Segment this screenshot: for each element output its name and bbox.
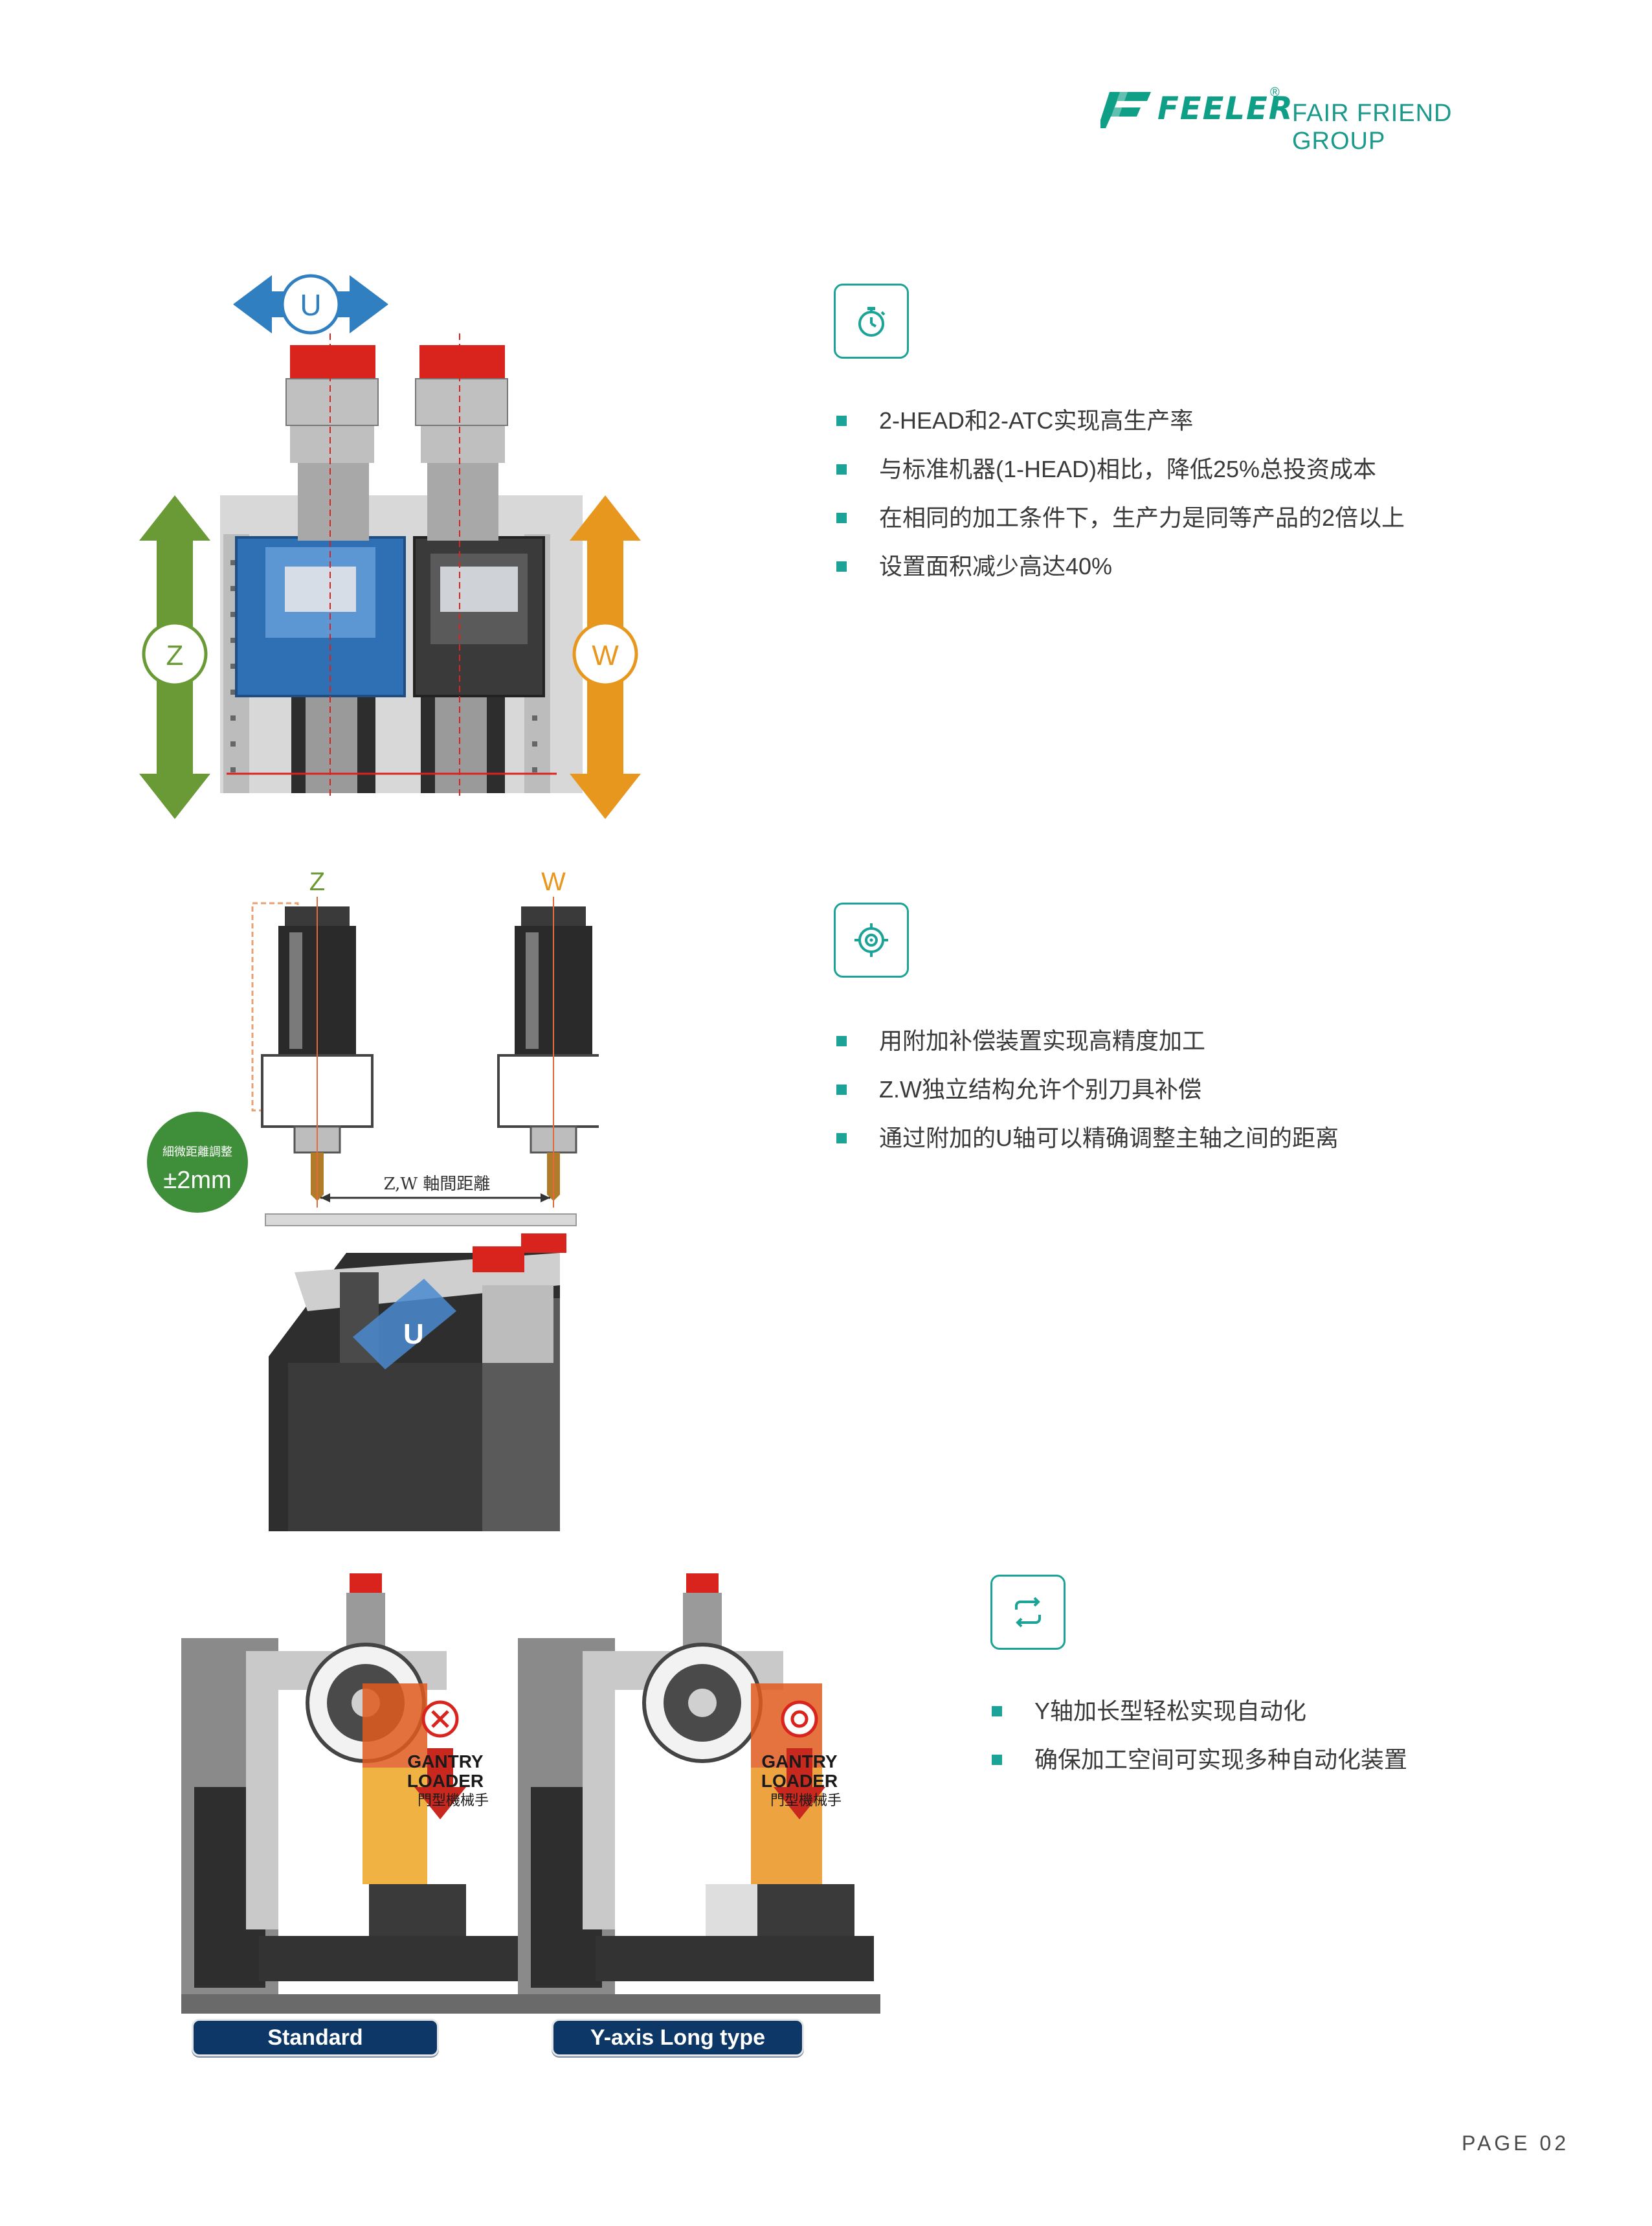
group-name: FAIR FRIEND GROUP bbox=[1292, 100, 1453, 155]
loader-label-line1-long: GANTRY bbox=[761, 1751, 838, 1771]
bullet-square-icon bbox=[992, 1706, 1002, 1716]
list-item: 通过附加的U轴可以精确调整主轴之间的距离 bbox=[836, 1120, 1548, 1169]
spindle-w-label: W bbox=[541, 868, 566, 896]
long-type-machine bbox=[518, 1573, 880, 2014]
z-axis-label: Z bbox=[166, 640, 184, 671]
feature-icon-automation bbox=[990, 1575, 1066, 1650]
badge-caption: 細微距離調整 bbox=[162, 1145, 232, 1159]
w-axis-arrow bbox=[570, 495, 641, 819]
label-standard: Standard bbox=[192, 2019, 439, 2056]
bullet-square-icon bbox=[836, 1085, 847, 1095]
list-item: 2-HEAD和2-ATC实现高生产率 bbox=[836, 403, 1548, 451]
badge-value: ±2mm bbox=[163, 1167, 231, 1194]
u-axis-label-3d: U bbox=[403, 1318, 424, 1350]
w-axis-label: W bbox=[592, 640, 619, 671]
list-item: Y轴加长型轻松实现自动化 bbox=[992, 1693, 1574, 1742]
distance-label: Z,W 軸間距離 bbox=[384, 1175, 491, 1194]
spindle-z-label: Z bbox=[309, 868, 325, 896]
spindle-compensation-illustration: Z W Z,W 軸間距離 細微距離調整 ±2mm U bbox=[147, 868, 599, 1531]
dual-head-axis-illustration: U Z W bbox=[139, 274, 641, 819]
z-axis-arrow bbox=[139, 495, 210, 819]
bullet-square-icon bbox=[836, 513, 847, 523]
label-y-axis-long-type: Y-axis Long type bbox=[552, 2019, 804, 2056]
list-item: 在相同的加工条件下，生产力是同等产品的2倍以上 bbox=[836, 500, 1548, 548]
bullet-square-icon bbox=[836, 1036, 847, 1046]
loader-label-line1-standard: GANTRY bbox=[407, 1751, 484, 1771]
feature-list-automation: Y轴加长型轻松实现自动化 确保加工空间可实现多种自动化装置 bbox=[992, 1693, 1574, 1790]
page-number: PAGE 02 bbox=[1461, 2131, 1569, 2155]
adjustment-badge bbox=[147, 1112, 248, 1213]
u-axis-arrow bbox=[233, 274, 388, 335]
target-icon bbox=[854, 923, 888, 957]
feature-list-precision: 用附加补偿装置实现高精度加工 Z.W独立结构允许个别刀具补偿 通过附加的U轴可以… bbox=[836, 1023, 1548, 1169]
bullet-square-icon bbox=[836, 561, 847, 572]
feature-icon-precision bbox=[834, 903, 909, 978]
brand-name: FEELER bbox=[1157, 91, 1294, 127]
supported-icon bbox=[781, 1700, 818, 1738]
feature-list-productivity: 2-HEAD和2-ATC实现高生产率 与标准机器(1-HEAD)相比，降低25%… bbox=[836, 403, 1548, 597]
list-item: 与标准机器(1-HEAD)相比，降低25%总投资成本 bbox=[836, 451, 1548, 500]
list-item: 设置面积减少高达40% bbox=[836, 548, 1548, 597]
bullet-square-icon bbox=[836, 1133, 847, 1143]
standard-machine bbox=[181, 1573, 647, 2014]
stopwatch-icon bbox=[858, 307, 886, 337]
automation-comparison-illustration: GANTRY LOADER 門型機械手 GANTRY LOADER 門型機械手 bbox=[181, 1573, 880, 2014]
loader-label-line3-standard: 門型機械手 bbox=[418, 1793, 489, 1809]
feeler-logo-icon bbox=[1100, 92, 1151, 128]
bullet-square-icon bbox=[992, 1755, 1002, 1765]
loader-label-line3-long: 門型機械手 bbox=[770, 1793, 842, 1809]
list-item: Z.W独立结构允许个别刀具补偿 bbox=[836, 1072, 1548, 1120]
loader-label-line2-long: LOADER bbox=[761, 1771, 838, 1791]
list-item: 用附加补偿装置实现高精度加工 bbox=[836, 1023, 1548, 1072]
feature-icon-productivity bbox=[834, 284, 909, 359]
repeat-icon bbox=[1015, 1597, 1041, 1628]
registered-mark: ® bbox=[1270, 85, 1280, 100]
brand-header: FEELER ® FAIR FRIEND GROUP bbox=[1100, 85, 1541, 155]
bullet-square-icon bbox=[836, 416, 847, 426]
u-axis-label: U bbox=[300, 288, 321, 322]
loader-label-line2-standard: LOADER bbox=[407, 1771, 484, 1791]
bullet-square-icon bbox=[836, 464, 847, 475]
list-item: 确保加工空间可实现多种自动化装置 bbox=[992, 1742, 1574, 1790]
